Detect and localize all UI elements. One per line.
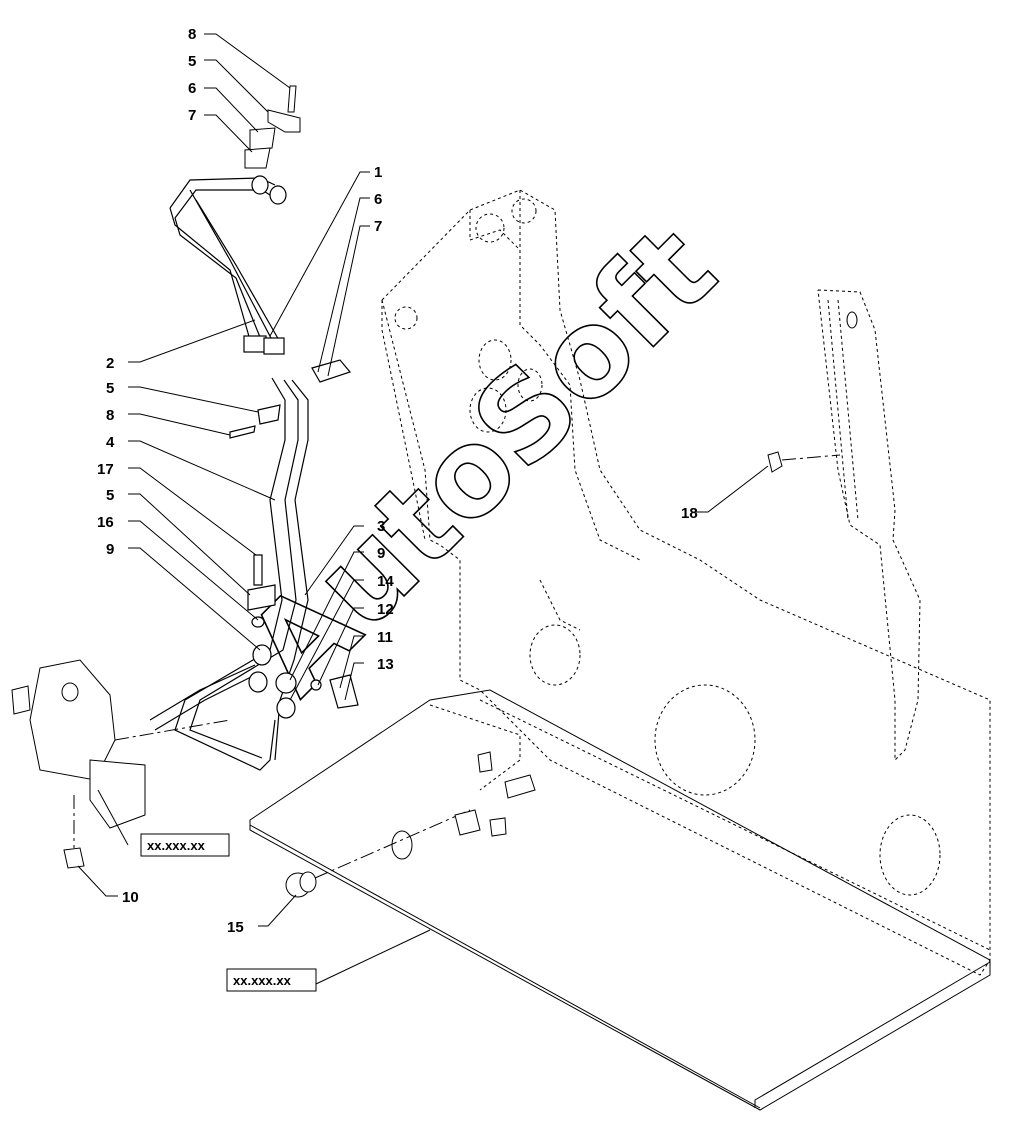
callout-10: 10 <box>122 889 139 906</box>
reference-label-valve: xx.xxx.xx <box>147 838 206 853</box>
plate-fittings <box>454 751 536 837</box>
watermark: AutoSoft <box>221 200 743 722</box>
callout-6-right: 6 <box>374 191 382 208</box>
callout-17: 17 <box>97 461 114 478</box>
callout-4: 4 <box>106 434 115 451</box>
watermark-text: AutoSoft <box>222 200 742 720</box>
chassis-frame <box>381 189 991 976</box>
callout-9-left: 9 <box>106 541 114 558</box>
callout-16: 16 <box>97 514 114 531</box>
floor-plate <box>249 689 991 1111</box>
reference-box-plate: xx.xxx.xx <box>226 968 317 992</box>
bracket-upper <box>244 85 301 169</box>
callout-2: 2 <box>106 355 114 372</box>
callout-8-mid: 8 <box>106 407 114 424</box>
tube-assembly-upper <box>169 175 287 355</box>
callout-14: 14 <box>377 573 394 590</box>
clip-part-18 <box>767 451 841 473</box>
callout-3: 3 <box>377 518 385 535</box>
control-valve-block <box>11 659 231 869</box>
callout-labels: 8 5 6 7 1 6 7 2 5 8 4 17 5 16 9 3 9 14 1… <box>97 26 698 936</box>
callout-7-right: 7 <box>374 218 382 235</box>
reference-label-plate: xx.xxx.xx <box>233 973 292 988</box>
tube-assembly-lower <box>149 359 359 771</box>
callout-18: 18 <box>681 505 698 522</box>
reference-box-valve: xx.xxx.xx <box>140 833 230 857</box>
callout-1: 1 <box>374 164 382 181</box>
leader-lines <box>77 33 769 985</box>
callout-5-mid: 5 <box>106 380 114 397</box>
callout-8-top: 8 <box>188 26 196 43</box>
side-guard-bar <box>817 289 921 762</box>
callout-7-top: 7 <box>188 107 196 124</box>
callout-5-low: 5 <box>106 487 114 504</box>
callout-5-top: 5 <box>188 53 196 70</box>
callout-11: 11 <box>377 629 393 646</box>
callout-13: 13 <box>377 656 394 673</box>
callout-6-top: 6 <box>188 80 196 97</box>
plug-part-15 <box>285 809 471 898</box>
callout-12: 12 <box>377 601 394 618</box>
callout-15: 15 <box>227 919 244 936</box>
callout-9-right: 9 <box>377 545 385 562</box>
